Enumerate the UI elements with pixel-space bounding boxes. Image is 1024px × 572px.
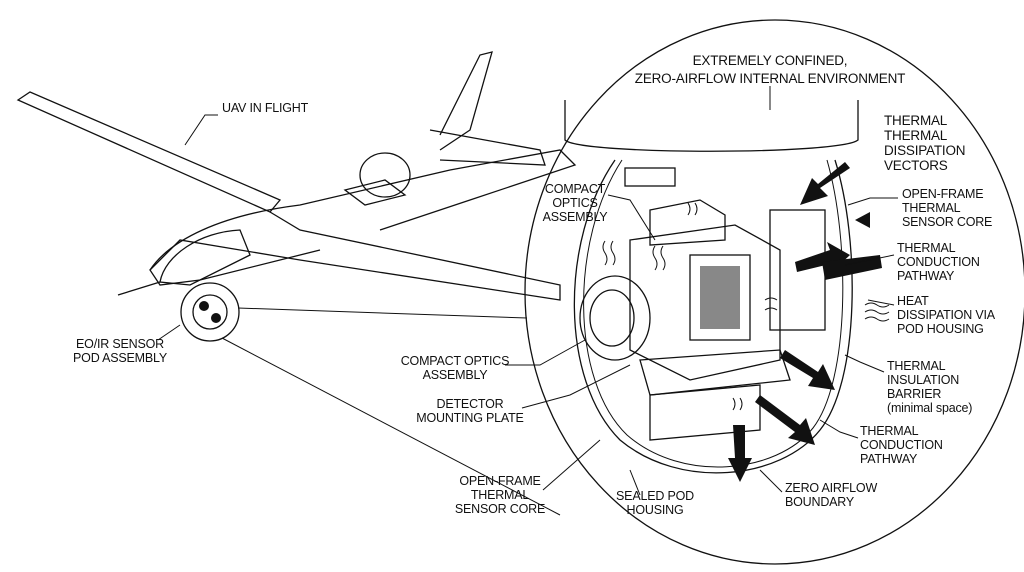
svg-text:POD HOUSING: POD HOUSING — [897, 322, 984, 336]
label-compact-optics-left: COMPACT OPTICS ASSEMBLY — [401, 354, 510, 382]
svg-text:CONDUCTION: CONDUCTION — [860, 438, 943, 452]
svg-text:THERMAL: THERMAL — [884, 128, 948, 143]
svg-text:ASSEMBLY: ASSEMBLY — [543, 210, 609, 224]
svg-text:(minimal space): (minimal space) — [887, 401, 972, 415]
svg-text:INSULATION: INSULATION — [887, 373, 959, 387]
svg-text:DISSIPATION VIA: DISSIPATION VIA — [897, 308, 996, 322]
svg-text:THERMAL: THERMAL — [471, 488, 530, 502]
svg-text:OPEN-FRAME: OPEN-FRAME — [459, 474, 540, 488]
svg-text:PATHWAY: PATHWAY — [860, 452, 918, 466]
svg-text:THERMAL: THERMAL — [884, 113, 948, 128]
svg-text:THERMAL: THERMAL — [860, 424, 919, 438]
svg-text:PATHWAY: PATHWAY — [897, 269, 955, 283]
label-open-frame-left: OPEN-FRAME THERMAL SENSOR CORE — [455, 474, 545, 516]
svg-text:ZERO-AIRFLOW INTERNAL ENVIRONM: ZERO-AIRFLOW INTERNAL ENVIRONMENT — [635, 71, 905, 86]
svg-text:VECTORS: VECTORS — [884, 158, 948, 173]
svg-text:EXTREMELY CONFINED,: EXTREMELY CONFINED, — [693, 53, 848, 68]
svg-text:BOUNDARY: BOUNDARY — [785, 495, 855, 509]
svg-text:ZERO AIRFLOW: ZERO AIRFLOW — [785, 481, 877, 495]
label-environment: EXTREMELY CONFINED, ZERO-AIRFLOW INTERNA… — [635, 53, 906, 86]
label-insulation-barrier: THERMAL INSULATION BARRIER (minimal spac… — [887, 359, 972, 415]
label-eo-ir-pod: EO/IR SENSOR POD ASSEMBLY — [73, 337, 168, 365]
camera-lens-icon — [579, 167, 826, 441]
svg-text:OPEN-FRAME: OPEN-FRAME — [902, 187, 983, 201]
svg-text:COMPACT: COMPACT — [545, 182, 606, 196]
svg-text:SEALED POD: SEALED POD — [616, 489, 694, 503]
svg-text:THERMAL: THERMAL — [897, 241, 956, 255]
svg-text:ASSEMBLY: ASSEMBLY — [423, 368, 489, 382]
sensor-pod-icon — [180, 282, 240, 342]
label-conduction-bottom: THERMAL CONDUCTION PATHWAY — [860, 424, 943, 466]
svg-text:SENSOR CORE: SENSOR CORE — [455, 502, 545, 516]
label-zero-airflow: ZERO AIRFLOW BOUNDARY — [785, 481, 878, 509]
fuselage-section — [564, 100, 859, 152]
heat-wave-icon — [602, 202, 890, 411]
svg-text:OPTICS: OPTICS — [552, 196, 597, 210]
svg-text:POD ASSEMBLY: POD ASSEMBLY — [73, 351, 168, 365]
svg-text:THERMAL: THERMAL — [902, 201, 961, 215]
svg-text:HEAT: HEAT — [897, 294, 929, 308]
label-dissipation-vectors: THERMAL THERMAL DISSIPATION VECTORS — [884, 113, 966, 173]
svg-text:BARRIER: BARRIER — [887, 387, 941, 401]
svg-text:MOUNTING PLATE: MOUNTING PLATE — [416, 411, 523, 425]
label-heat-dissipation: HEAT DISSIPATION VIA POD HOUSING — [897, 294, 996, 336]
uav-aircraft-icon — [16, 51, 577, 301]
svg-text:COMPACT OPTICS: COMPACT OPTICS — [401, 354, 510, 368]
label-conduction-right: THERMAL CONDUCTION PATHWAY — [897, 241, 980, 283]
svg-text:THERMAL: THERMAL — [887, 359, 946, 373]
svg-text:HOUSING: HOUSING — [627, 503, 684, 517]
label-compact-optics-top: COMPACT OPTICS ASSEMBLY — [543, 182, 609, 224]
svg-text:CONDUCTION: CONDUCTION — [897, 255, 980, 269]
magnified-view-circle — [524, 19, 1024, 565]
label-open-frame-right: OPEN-FRAME THERMAL SENSOR CORE — [902, 187, 992, 229]
svg-text:DETECTOR: DETECTOR — [437, 397, 504, 411]
svg-text:EO/IR SENSOR: EO/IR SENSOR — [76, 337, 164, 351]
label-sealed-pod: SEALED POD HOUSING — [616, 489, 694, 517]
svg-text:SENSOR CORE: SENSOR CORE — [902, 215, 992, 229]
leader-lines — [157, 86, 898, 496]
label-uav-in-flight: UAV IN FLIGHT — [222, 101, 309, 115]
label-detector-plate: DETECTOR MOUNTING PLATE — [416, 397, 524, 425]
thermal-arrow-icon — [728, 162, 882, 482]
svg-text:DISSIPATION: DISSIPATION — [884, 143, 965, 158]
